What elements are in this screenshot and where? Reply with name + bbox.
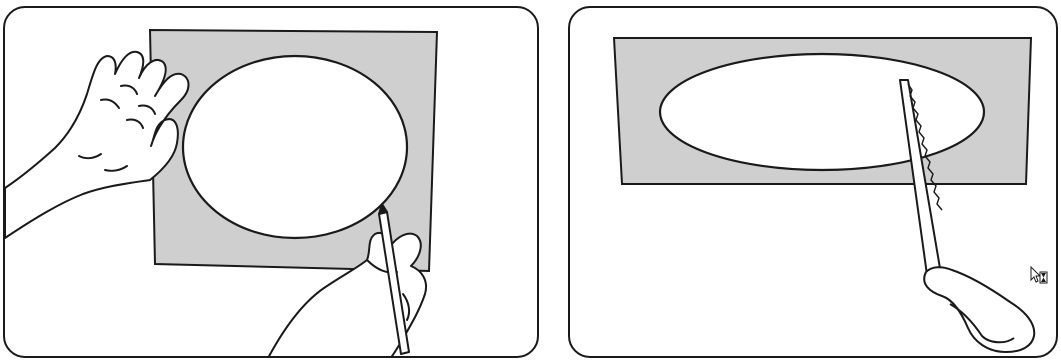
step-trace-panel xyxy=(3,6,539,358)
step-cut-panel xyxy=(568,6,1058,358)
circle-template xyxy=(183,56,407,238)
cut-illustration xyxy=(570,8,1058,358)
oval-opening xyxy=(660,54,984,170)
trace-illustration xyxy=(5,8,539,358)
busy-cursor-icon xyxy=(1030,266,1048,284)
